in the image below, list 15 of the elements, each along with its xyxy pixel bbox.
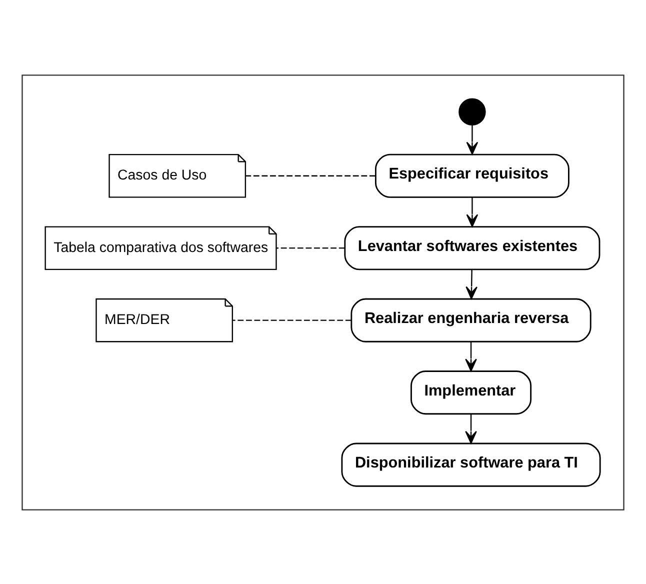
arrow [465,341,477,372]
connector [232,319,352,320]
arrow [465,413,477,444]
node-box: Realizar engenharia reversa [350,298,592,342]
connector [276,247,345,248]
arrow [466,268,478,299]
node-box: Levantar softwares existentes [344,226,600,270]
node-box: Implementar [410,370,532,414]
cluster [22,74,624,510]
node-circle [458,98,486,126]
node-box: Especificar requisitos [374,153,570,198]
arrow [466,196,478,227]
connector [246,174,376,176]
arrow [466,124,478,154]
node-box: Disponibilizar software para TI [341,442,601,486]
